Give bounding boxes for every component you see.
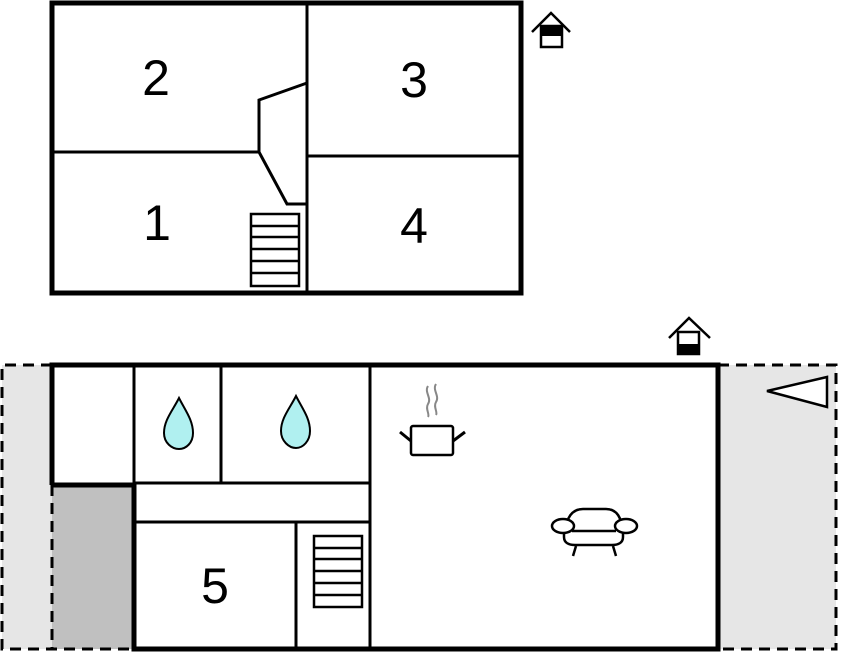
bathroom-water-drop-icon — [279, 393, 312, 450]
room-1-label: 1 — [143, 195, 171, 251]
hallway-wall — [257, 81, 308, 206]
house-entrance-icon — [668, 316, 711, 356]
left-terrace-dashed-border — [0, 363, 134, 651]
right-terrace-dashed-border — [718, 363, 838, 651]
left-terrace — [2, 365, 52, 649]
living-room-sofa-icon — [550, 507, 639, 557]
kitchen-pot-icon — [399, 383, 466, 457]
covered-area — [52, 485, 134, 649]
staircase-icon — [312, 534, 364, 609]
room-4-label: 4 — [400, 198, 428, 254]
bathroom-water-drop-icon — [162, 395, 195, 451]
room-2-label: 2 — [142, 50, 170, 106]
ground-floor: 5 — [0, 316, 838, 652]
terrace-triangle-icon — [766, 375, 829, 409]
right-terrace — [718, 365, 836, 649]
room-3-label: 3 — [400, 52, 428, 108]
room-5-label: 5 — [201, 558, 229, 614]
upper-floor-outer-wall — [49, 0, 524, 296]
upper-floor: 2 3 1 4 — [49, 0, 571, 296]
ground-floor-outer-wall — [49, 362, 721, 652]
house-entrance-icon — [531, 11, 571, 49]
staircase-icon — [249, 212, 301, 288]
